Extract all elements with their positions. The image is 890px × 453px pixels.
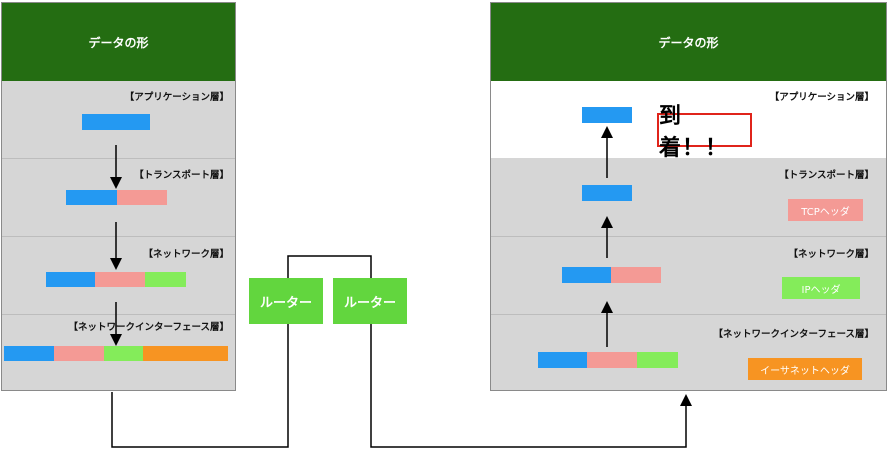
- receiver-transport-data-block: [582, 185, 632, 201]
- sender-application-label: 【アプリケーション層】: [124, 92, 229, 103]
- sender-interface-data-block: [4, 346, 54, 361]
- receiver-interface-data-block: [538, 352, 587, 368]
- receiver-application-label: 【アプリケーション層】: [769, 92, 874, 103]
- sender-interface-label: 【ネットワークインターフェース層】: [68, 322, 229, 333]
- receiver-transport-label: 【トランスポート層】: [779, 170, 874, 181]
- router-2: ルーター: [333, 278, 407, 324]
- receiver-network-data-block: [562, 267, 611, 283]
- sender-tcp-header-block: [117, 190, 167, 205]
- sender-network-label: 【ネットワーク層】: [143, 249, 229, 260]
- sender-network-data-block: [46, 272, 95, 287]
- sender-transport-data-block: [66, 190, 117, 205]
- layer-separator: [2, 314, 235, 315]
- receiver-panel: データの形 【アプリケーション層】 到着！！ 【トランスポート層】 TCPヘッダ…: [490, 2, 887, 391]
- receiver-network-label: 【ネットワーク層】: [788, 249, 874, 260]
- sender-transport-label: 【トランスポート層】: [134, 170, 229, 181]
- sender-panel: データの形 【アプリケーション層】 【トランスポート層】 【ネットワーク層】 【…: [1, 2, 236, 391]
- layer-separator: [2, 158, 235, 159]
- receiver-app-data-block: [582, 107, 632, 123]
- router-1: ルーター: [249, 278, 323, 324]
- sender-ip-header-block: [145, 272, 186, 287]
- sender-app-data-block: [82, 114, 150, 130]
- ethernet-header-tag: イーサネットヘッダ: [748, 358, 862, 380]
- sender-interface-tcp-block: [54, 346, 104, 361]
- ip-header-tag: IPヘッダ: [782, 277, 860, 299]
- receiver-network-tcp-block: [611, 267, 661, 283]
- layer-separator: [2, 236, 235, 237]
- network-path-line: [111, 255, 692, 448]
- receiver-interface-ip-block: [637, 352, 678, 368]
- sender-header: データの形: [2, 3, 235, 81]
- sender-network-tcp-block: [95, 272, 145, 287]
- receiver-interface-label: 【ネットワークインターフェース層】: [713, 329, 874, 340]
- tcp-header-tag: TCPヘッダ: [788, 199, 863, 221]
- layer-separator: [491, 236, 886, 237]
- receiver-interface-tcp-block: [587, 352, 637, 368]
- sender-ethernet-header-block: [143, 346, 228, 361]
- receiver-header: データの形: [491, 3, 886, 81]
- sender-interface-ip-block: [104, 346, 143, 361]
- layer-separator: [491, 314, 886, 315]
